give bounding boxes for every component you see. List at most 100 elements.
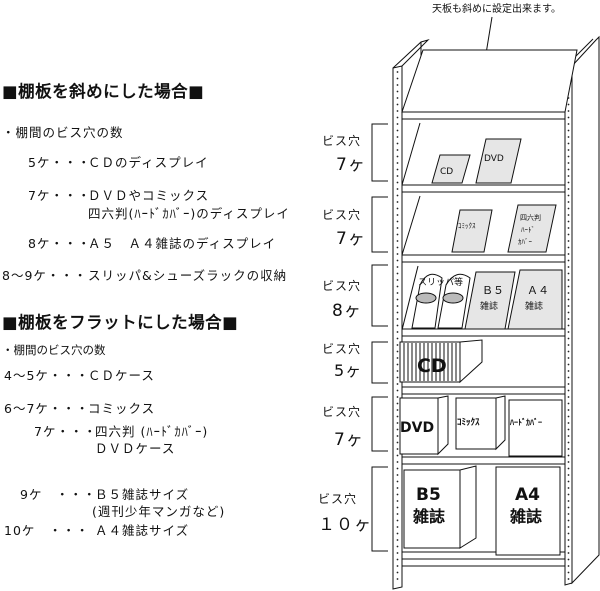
screw-hole: [396, 487, 399, 489]
shirokuban-label: ﾊｰﾄﾞ: [521, 226, 535, 234]
screw-hole: [567, 480, 570, 483]
screw-hole: [396, 279, 399, 281]
screw-hole: [567, 253, 570, 255]
screw-hole: [567, 409, 570, 411]
screw-hole: [396, 331, 399, 333]
screw-hole: [396, 201, 399, 203]
flat-item-text: Ｂ５雑誌サイズ: [95, 487, 190, 502]
screw-hole: [567, 565, 570, 567]
hole-count: 5ヶ: [334, 361, 363, 380]
screw-hole: [567, 363, 570, 366]
screw-hole: [567, 532, 570, 535]
screw-hole: [396, 311, 399, 314]
hole-label: ビス穴: [322, 279, 362, 293]
screw-hole: [396, 519, 399, 522]
slanted-item-text: ＤＶＤやコミックス: [88, 188, 210, 203]
hole-count: １０ヶ: [318, 515, 372, 535]
slanted-subheading: ・棚間のビス穴の数: [2, 125, 124, 140]
screw-hole: [567, 129, 570, 132]
screw-hole: [396, 123, 399, 125]
screw-hole: [567, 539, 570, 541]
screw-hole: [567, 389, 570, 392]
magazine-label: 雑誌: [525, 300, 543, 312]
screw-hole: [567, 285, 570, 288]
screw-hole: [396, 552, 399, 554]
screw-hole: [567, 207, 570, 210]
screw-hole: [567, 331, 570, 333]
screw-hole: [567, 272, 570, 275]
slanted-item-count: 7ケ・・・: [28, 188, 91, 203]
right-side-panel: [564, 35, 600, 586]
screw-hole: [396, 578, 399, 580]
cd-cases: CD: [399, 339, 483, 384]
shelf-board: [401, 254, 566, 263]
screw-hole: [396, 285, 399, 288]
dvd-display: DVD: [475, 138, 522, 184]
section-bracket: [371, 466, 388, 552]
screw-hole: [396, 337, 399, 340]
screw-hole: [396, 396, 399, 398]
screw-hole: [396, 110, 399, 112]
screw-hole: [567, 493, 570, 496]
screw-hole: [396, 480, 399, 483]
screw-hole: [396, 506, 399, 509]
screw-hole: [567, 110, 570, 112]
hardcover-flat-label: ﾊｰﾄﾞｶﾊﾞｰ: [509, 417, 542, 427]
screw-hole: [396, 545, 399, 548]
screw-hole: [567, 428, 570, 431]
screw-hole: [567, 168, 570, 171]
shelf-board: [401, 551, 566, 560]
b5-display: Ｂ５ 雑誌: [464, 271, 516, 330]
magazine-flat-label: 雑誌: [412, 507, 445, 526]
screw-hole: [396, 526, 399, 528]
screw-hole: [396, 84, 399, 86]
shirokuban-display: 四六判 ﾊｰﾄﾞ ｶﾊﾞｰ: [507, 204, 557, 253]
flat-item-text2: ＤＶＤケース: [95, 441, 176, 456]
a4-magazines: A4 雑誌: [495, 466, 561, 556]
screw-hole: [396, 168, 399, 171]
screw-hole: [567, 415, 570, 418]
screw-hole: [396, 461, 399, 463]
screw-hole: [396, 513, 399, 515]
flat-item-text: ＣＤケース: [88, 368, 155, 383]
screw-hole: [396, 246, 399, 249]
screw-hole: [396, 376, 399, 379]
screw-hole: [396, 129, 399, 132]
screw-hole: [567, 357, 570, 359]
screw-hole: [396, 402, 399, 405]
screw-hole: [567, 233, 570, 236]
screw-hole: [396, 324, 399, 327]
screw-hole: [567, 545, 570, 548]
screw-hole: [567, 149, 570, 151]
screw-hole: [567, 396, 570, 398]
screw-hole: [396, 435, 399, 437]
screw-hole: [567, 376, 570, 379]
screw-holes: [396, 71, 570, 580]
screw-hole: [396, 142, 399, 145]
screw-hole: [396, 233, 399, 236]
comics-display: ｺﾐｯｸｽ: [451, 209, 493, 253]
b5-magazines: B5 雑誌: [403, 465, 477, 549]
hole-label: ビス穴: [322, 134, 362, 148]
slanted-item-count: 8ケ・・・: [28, 236, 91, 251]
flat-item-count: 10ケ ・・・: [4, 523, 90, 538]
screw-hole: [396, 97, 399, 99]
screw-hole: [567, 337, 570, 340]
screw-hole: [396, 227, 399, 229]
screw-hole: [396, 77, 399, 80]
hole-count: 7ヶ: [336, 229, 366, 249]
cd-flat-label: CD: [417, 355, 447, 377]
screw-hole: [567, 454, 570, 457]
screw-hole: [567, 571, 570, 574]
screw-hole: [396, 259, 399, 262]
screw-hole: [396, 558, 399, 561]
comics-flat-label: ｺﾐｯｸｽ: [457, 417, 480, 428]
a4-flat-label: A4: [515, 485, 540, 505]
screw-hole: [396, 454, 399, 457]
screw-hole: [567, 344, 570, 346]
screw-hole: [567, 201, 570, 203]
screw-hole: [396, 298, 399, 301]
slanted-item-text: Ａ５ Ａ４雑誌のディスプレイ: [88, 236, 277, 251]
screw-hole: [396, 428, 399, 431]
screw-hole: [396, 292, 399, 294]
